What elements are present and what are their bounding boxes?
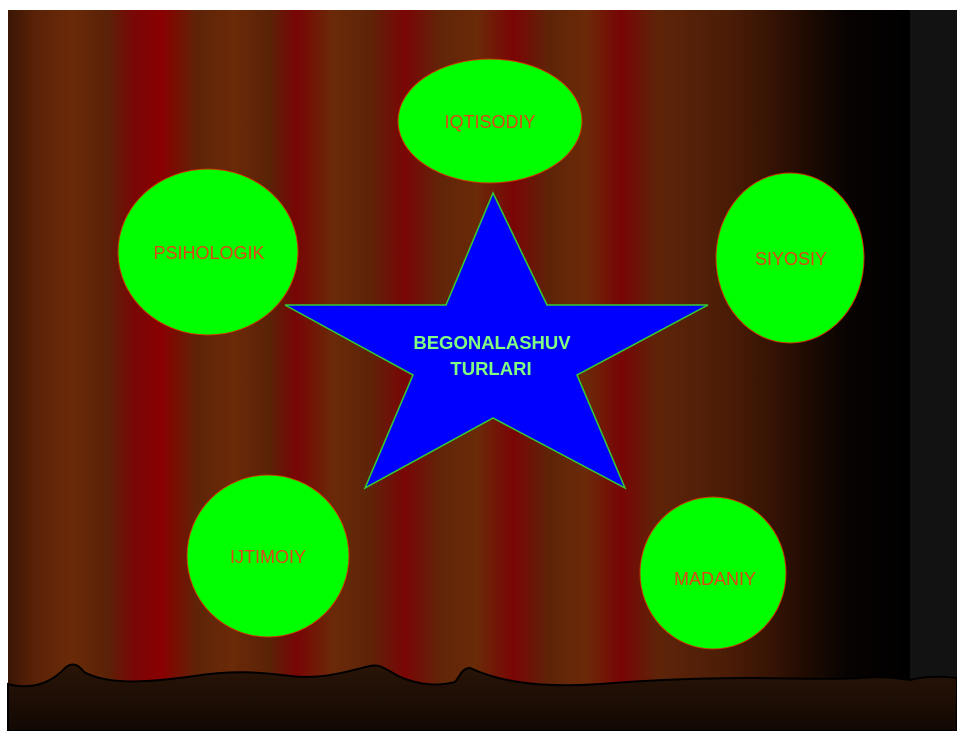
- node-siyosiy[interactable]: SIYOSIY: [716, 173, 864, 343]
- node-ijtimoiy-label: IJTIMOIY: [230, 547, 306, 567]
- node-iqtisodiy[interactable]: IQTISODIY: [398, 59, 582, 183]
- node-madaniy[interactable]: MADANIY: [640, 497, 786, 649]
- node-madaniy-label: MADANIY: [674, 569, 756, 589]
- node-psihologik[interactable]: PSIHOLOGIK: [118, 169, 298, 335]
- center-title-line1: BEGONALASHUV: [413, 332, 571, 353]
- node-siyosiy-label: SIYOSIY: [755, 249, 827, 269]
- node-iqtisodiy-label: IQTISODIY: [444, 112, 535, 132]
- center-title-line2: TURLARI: [450, 358, 531, 379]
- node-psihologik-label: PSIHOLOGIK: [153, 243, 264, 263]
- node-ijtimoiy[interactable]: IJTIMOIY: [187, 475, 349, 637]
- right-dark-panel: [910, 10, 957, 731]
